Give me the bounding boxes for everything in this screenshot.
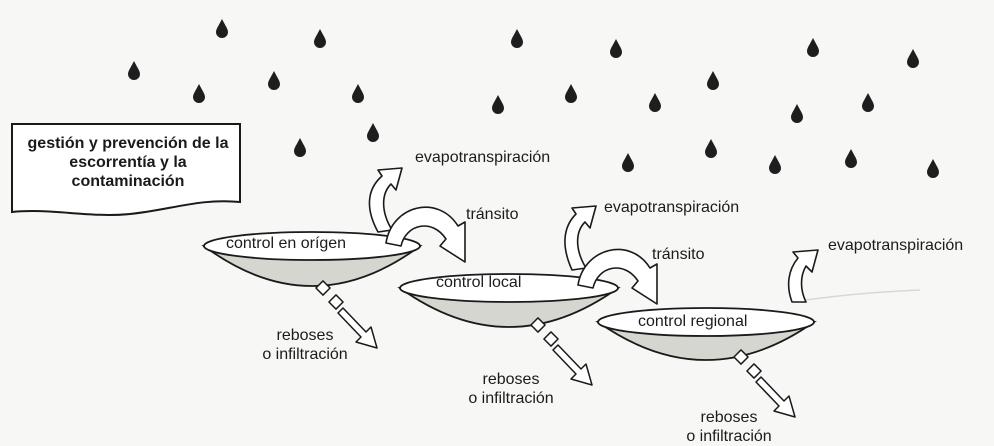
bowl-origen bbox=[201, 231, 423, 287]
rain-drop bbox=[649, 93, 661, 112]
banner-title: gestión y prevención de la escorrentía y… bbox=[27, 135, 229, 190]
evap-arrow-3 bbox=[787, 249, 819, 303]
outflow-arrow-3 bbox=[733, 349, 796, 418]
rain-drop bbox=[707, 71, 719, 90]
outflow-label-3: reboses o infiltración bbox=[668, 408, 790, 446]
rain-drop bbox=[622, 153, 634, 172]
transit-label-1: tránsito bbox=[466, 206, 519, 223]
outflow-label-3-line2: o infiltración bbox=[686, 428, 772, 445]
outflow-arrow-1 bbox=[315, 280, 378, 349]
rain-drop bbox=[352, 84, 364, 103]
evap-label-3: evapotranspiración bbox=[828, 237, 964, 254]
rain-drop bbox=[128, 61, 140, 80]
rain-drop bbox=[492, 95, 504, 114]
rain-drop bbox=[294, 138, 306, 157]
bowl-local bbox=[397, 273, 621, 328]
rain-drop bbox=[314, 29, 326, 48]
rain-drop bbox=[193, 84, 205, 103]
transit-arrow-2 bbox=[577, 248, 658, 305]
transit-label-2: tránsito bbox=[652, 246, 705, 263]
bowl-label-local: control local bbox=[436, 274, 522, 291]
bowl-label-origen: control en orígen bbox=[226, 235, 347, 252]
outflow-label-2: reboses o infiltración bbox=[450, 370, 572, 408]
rain-drop bbox=[268, 71, 280, 90]
outflow-arrows bbox=[315, 280, 796, 418]
outflow-label-2-line1: reboses bbox=[482, 371, 540, 388]
bowl-regional bbox=[595, 307, 817, 361]
rain-drop bbox=[907, 49, 919, 68]
rain-drop bbox=[927, 159, 939, 178]
outflow-label-1-line2: o infiltración bbox=[262, 346, 348, 363]
rain-drop bbox=[862, 93, 874, 112]
outflow-arrow-2 bbox=[530, 317, 593, 386]
outflow-label-1: reboses o infiltración bbox=[244, 326, 366, 364]
outflow-label-1-line1: reboses bbox=[276, 327, 334, 344]
evap-label-1: evapotranspiración bbox=[415, 149, 551, 166]
bowl-label-regional: control regional bbox=[638, 313, 748, 330]
rain-drop bbox=[367, 123, 379, 142]
evap-arrow-2 bbox=[564, 205, 597, 271]
outflow-label-2-line2: o infiltración bbox=[468, 390, 554, 407]
rain-drop bbox=[845, 149, 857, 168]
rain-drop bbox=[705, 139, 717, 158]
faint-stroke bbox=[805, 289, 921, 301]
evap-arrows bbox=[368, 167, 819, 303]
transit-arrow-1 bbox=[385, 206, 466, 263]
evap-arrow-1 bbox=[368, 167, 403, 233]
rain-drop bbox=[807, 38, 819, 57]
rain-drop bbox=[610, 39, 622, 58]
transit-arrows bbox=[385, 206, 658, 305]
outflow-label-3-line1: reboses bbox=[700, 409, 758, 426]
evap-label-2: evapotranspiración bbox=[604, 199, 740, 216]
rain-drop bbox=[216, 19, 228, 38]
rain-drop bbox=[565, 84, 577, 103]
banner-flag bbox=[11, 123, 241, 216]
rain-drop bbox=[791, 104, 803, 123]
rain-drop bbox=[511, 29, 523, 48]
rain-drop bbox=[769, 155, 781, 174]
